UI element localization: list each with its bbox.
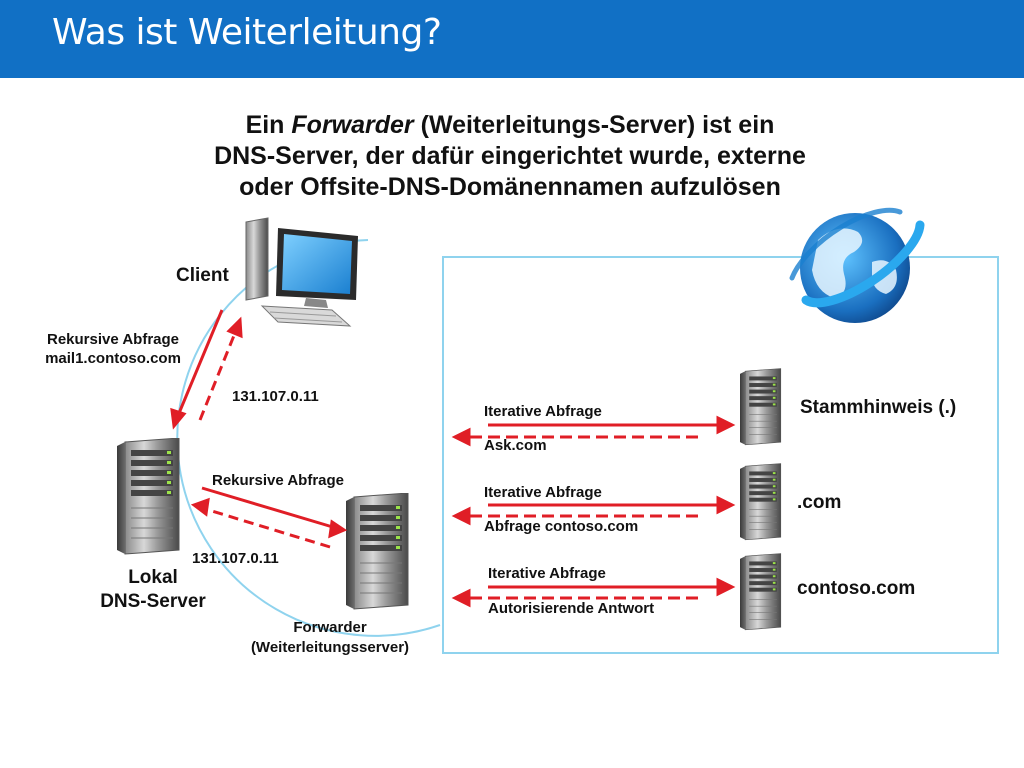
com-answer-label: Abfrage contoso.com bbox=[484, 518, 639, 535]
forward-query-arrow bbox=[201, 486, 337, 530]
local-dns-label-line1: Lokal bbox=[128, 567, 178, 588]
client-answer-arrow bbox=[198, 327, 239, 421]
globe-icon bbox=[789, 207, 925, 323]
local-dns-server-icon bbox=[116, 438, 180, 555]
page-title: Was ist Weiterleitung? bbox=[52, 12, 442, 53]
com-label: .com bbox=[797, 492, 842, 513]
contoso-label: contoso.com bbox=[797, 578, 916, 599]
forwarder-label: Forwarder (Weiterleitungsserver) bbox=[210, 618, 450, 658]
contoso-query-label: Iterative Abfrage bbox=[488, 565, 606, 582]
client-query-arrow bbox=[175, 309, 224, 419]
headline-line2: DNS-Server, der dafür eingerichtet wurde… bbox=[214, 142, 806, 170]
client-query-label-line1: Rekursive Abfrage bbox=[47, 331, 179, 348]
title-bar: Was ist Weiterleitung? bbox=[0, 0, 1024, 78]
headline-line3: oder Offsite-DNS-Domänennamen aufzulösen bbox=[239, 173, 781, 201]
root-query-label: Iterative Abfrage bbox=[484, 403, 602, 420]
local-dns-label-line2: DNS-Server bbox=[100, 591, 206, 612]
root-hint-label: Stammhinweis (.) bbox=[800, 397, 957, 418]
forwarder-label-line1: Forwarder bbox=[293, 619, 367, 636]
headline: Ein Forwarder (Weiterleitungs-Server) is… bbox=[120, 110, 900, 203]
local-dns-label: Lokal DNS-Server bbox=[78, 566, 228, 614]
forwarder-server-icon bbox=[345, 493, 409, 610]
client-label: Client bbox=[176, 265, 229, 286]
computer-icon bbox=[245, 217, 358, 327]
forwarder-label-line2: (Weiterleitungsserver) bbox=[250, 639, 410, 656]
forward-answer-label: 131.107.0.11 bbox=[192, 550, 279, 567]
forward-answer-arrow bbox=[201, 506, 331, 549]
headline-part1: Ein bbox=[245, 111, 292, 139]
com-query-label: Iterative Abfrage bbox=[484, 484, 602, 501]
internet-boundary bbox=[442, 256, 999, 654]
forward-query-label: Rekursive Abfrage bbox=[212, 472, 344, 489]
contoso-server-icon bbox=[740, 553, 782, 631]
client-query-label-line2: mail1.contoso.com bbox=[45, 350, 181, 367]
com-server-icon bbox=[740, 463, 782, 541]
client-answer-label: 131.107.0.11 bbox=[232, 388, 319, 405]
headline-emphasis: Forwarder bbox=[291, 111, 414, 139]
contoso-answer-label: Autorisierende Antwort bbox=[488, 600, 655, 617]
root-answer-label: Ask.com bbox=[484, 437, 547, 454]
client-query-label: Rekursive Abfrage mail1.contoso.com bbox=[18, 330, 208, 368]
root-hint-server-icon bbox=[740, 368, 782, 446]
headline-part2: (Weiterleitungs-Server) ist ein bbox=[413, 111, 775, 139]
